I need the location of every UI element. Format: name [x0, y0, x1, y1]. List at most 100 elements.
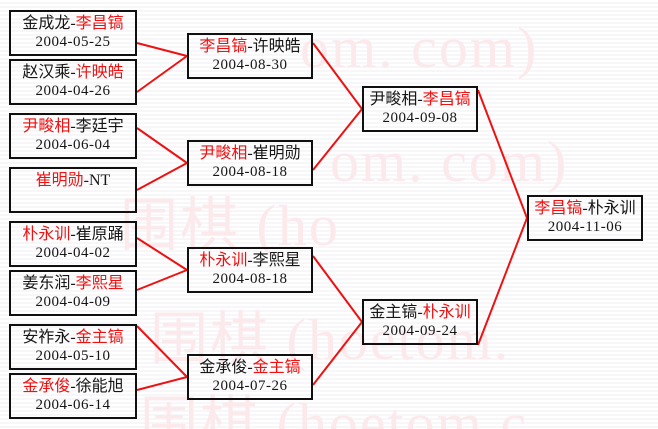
player-winner: 尹畯相 — [199, 145, 248, 162]
connector-r1m3-r2m2 — [136, 127, 188, 164]
connector-r1m7-r2m4 — [136, 325, 188, 378]
connector-r1m5-r2m3 — [136, 237, 188, 271]
connector-r1m8-r2m4 — [136, 376, 188, 391]
player-loser: 金成龙 — [22, 15, 71, 32]
connector-sf2-final — [477, 217, 528, 346]
match-date: 2004-04-02 — [35, 244, 111, 261]
player-separator: - — [417, 91, 423, 108]
player-separator: - — [417, 304, 423, 321]
match-date: 2004-08-18 — [212, 163, 288, 180]
match-players: 尹畯相-崔明勋 — [189, 145, 311, 163]
match-date: 2004-07-26 — [212, 377, 288, 394]
connector-r1m1-r2m1 — [136, 42, 188, 57]
match-date: 2004-09-08 — [382, 109, 458, 126]
match-players: 尹畯相-李廷宇 — [11, 118, 135, 136]
player-winner: 金主镐 — [75, 329, 124, 346]
match-date: 2004-08-18 — [212, 270, 288, 287]
connector-r1m2-r2m1 — [136, 55, 188, 93]
player-loser: 金承俊 — [199, 359, 248, 376]
player-separator: - — [70, 226, 76, 243]
match-players: 金承俊-徐能旭 — [11, 378, 135, 396]
player-loser: 金主镐 — [369, 304, 418, 321]
player-separator: - — [582, 200, 588, 217]
player-separator: - — [70, 378, 76, 395]
match-date: 2004-06-14 — [35, 396, 111, 413]
player-winner: 李昌镐 — [422, 91, 471, 108]
match-box[interactable]: 崔明勋-NT — [9, 167, 137, 213]
match-players: 金承俊-金主镐 — [189, 359, 311, 377]
player-winner: 李昌镐 — [75, 15, 124, 32]
player-loser: 李熙星 — [252, 252, 301, 269]
match-players: 姜东润-李熙星 — [11, 275, 135, 293]
match-players: 赵汉乘-许映皓 — [11, 64, 135, 82]
connector-r1m4-r2m2 — [136, 162, 188, 191]
connector-r2m1-sf1 — [312, 42, 363, 110]
player-separator: - — [70, 64, 76, 81]
match-date: 2004-11-06 — [547, 218, 623, 235]
player-winner: 许映皓 — [75, 64, 124, 81]
connector-r1m6-r2m3 — [136, 269, 188, 291]
match-date: 2004-09-24 — [382, 322, 458, 339]
player-loser: 崔明勋 — [252, 145, 301, 162]
player-loser: 李廷宇 — [75, 118, 124, 135]
player-loser: 崔原踊 — [75, 226, 124, 243]
match-players: 李昌镐-朴永训 — [529, 200, 641, 218]
player-separator: - — [83, 172, 89, 189]
connector-sf1-final — [477, 89, 528, 219]
match-date: 2004-08-30 — [212, 56, 288, 73]
match-date: 2004-05-25 — [35, 33, 111, 50]
player-winner: 朴永训 — [22, 226, 71, 243]
match-date: 2004-05-10 — [35, 347, 111, 364]
player-winner: 李昌镐 — [534, 200, 583, 217]
match-players: 朴永训-李熙星 — [189, 252, 311, 270]
player-loser: 姜东润 — [22, 275, 71, 292]
match-players: 金主镐-朴永训 — [364, 304, 476, 322]
player-winner: 李熙星 — [75, 275, 124, 292]
match-players: 崔明勋-NT — [11, 172, 135, 190]
connector-r2m2-sf1 — [312, 108, 363, 171]
player-winner: 金承俊 — [22, 378, 71, 395]
watermark-text: om. com) — [300, 15, 539, 80]
connector-r2m4-sf2 — [312, 321, 363, 386]
watermark-text: om. com) — [330, 129, 569, 194]
player-separator: - — [247, 252, 253, 269]
player-separator: - — [247, 38, 253, 55]
player-separator: - — [247, 359, 253, 376]
player-winner: 朴永训 — [422, 304, 471, 321]
player-separator: - — [70, 118, 76, 135]
player-winner: 李昌镐 — [199, 38, 248, 55]
player-separator: - — [70, 275, 76, 292]
match-date: 2004-04-09 — [35, 293, 111, 310]
player-loser: NT — [89, 172, 111, 189]
player-separator: - — [70, 329, 76, 346]
player-loser: 许映皓 — [252, 38, 301, 55]
player-loser: 徐能旭 — [75, 378, 124, 395]
player-winner: 金主镐 — [252, 359, 301, 376]
player-winner: 尹畯相 — [22, 118, 71, 135]
connector-r2m3-sf2 — [312, 255, 363, 323]
match-players: 朴永训-崔原踊 — [11, 226, 135, 244]
match-players: 李昌镐-许映皓 — [189, 38, 311, 56]
match-players: 安祚永-金主镐 — [11, 329, 135, 347]
match-players: 尹畯相-李昌镐 — [364, 91, 476, 109]
match-players: 金成龙-李昌镐 — [11, 15, 135, 33]
player-separator: - — [247, 145, 253, 162]
match-date: 2004-06-04 — [35, 136, 111, 153]
player-loser: 朴永训 — [587, 200, 636, 217]
player-winner: 朴永训 — [199, 252, 248, 269]
